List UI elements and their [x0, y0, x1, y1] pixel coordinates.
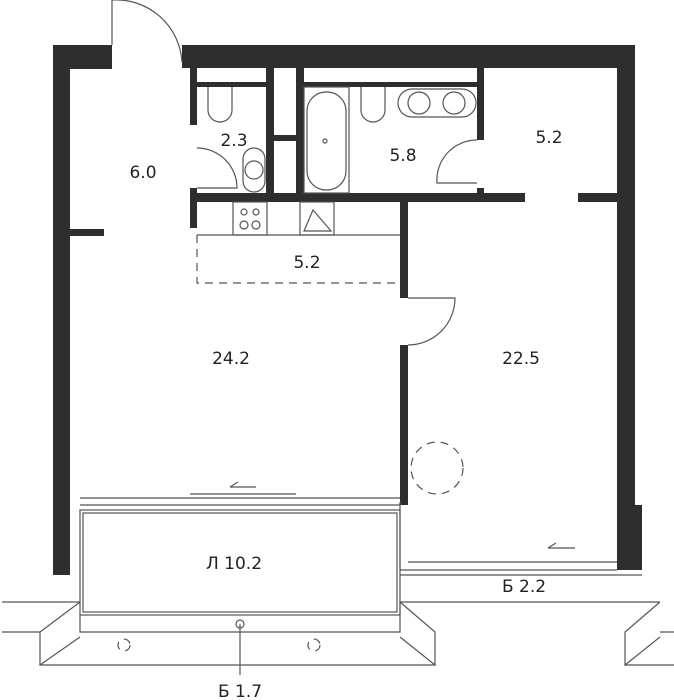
- room-area-closet: 5.2: [535, 128, 562, 148]
- room-area-bedroom: 22.5: [502, 349, 540, 369]
- room-area-toilet: 2.3: [220, 131, 247, 151]
- room-area-loggia: Л 10.2: [206, 554, 262, 574]
- room-area-kitchen: 5.2: [293, 253, 320, 273]
- fixtures: [117, 86, 477, 652]
- windows-balconies: [2, 481, 674, 675]
- room-area-hall: 6.0: [129, 163, 156, 183]
- room-area-living-room: 24.2: [212, 349, 250, 369]
- room-area-balcony-bottom: Б 1.7: [218, 682, 262, 700]
- room-area-balcony-right: Б 2.2: [502, 577, 546, 597]
- doors: [111, 0, 478, 346]
- room-area-bathroom: 5.8: [389, 146, 416, 166]
- walls: [53, 45, 642, 575]
